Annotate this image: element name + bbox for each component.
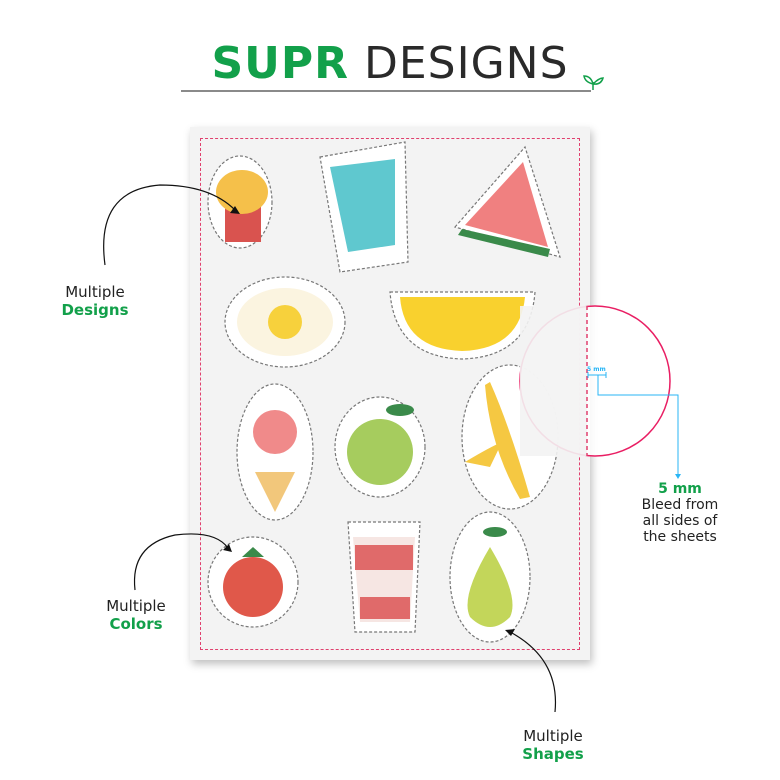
brand-title: SUPR DESIGNS [211, 38, 569, 89]
arrow-colors [133, 533, 229, 591]
callout-colors: Multiple Colors [106, 597, 166, 633]
callout-bleed: 5 mm Bleed from all sides of the sheets [641, 481, 719, 545]
title-underline [181, 90, 591, 92]
arrow-shapes [511, 632, 557, 713]
zoom-label: 5 mm [587, 366, 606, 373]
arrow-designs [103, 184, 236, 266]
sticker-sheet [190, 127, 590, 660]
measure-bracket [587, 372, 679, 475]
measure-arrow-icon [675, 474, 681, 479]
stickers [207, 141, 561, 643]
callout-designs: Multiple Designs [61, 283, 129, 319]
callout-shapes: Multiple Shapes [522, 727, 584, 763]
